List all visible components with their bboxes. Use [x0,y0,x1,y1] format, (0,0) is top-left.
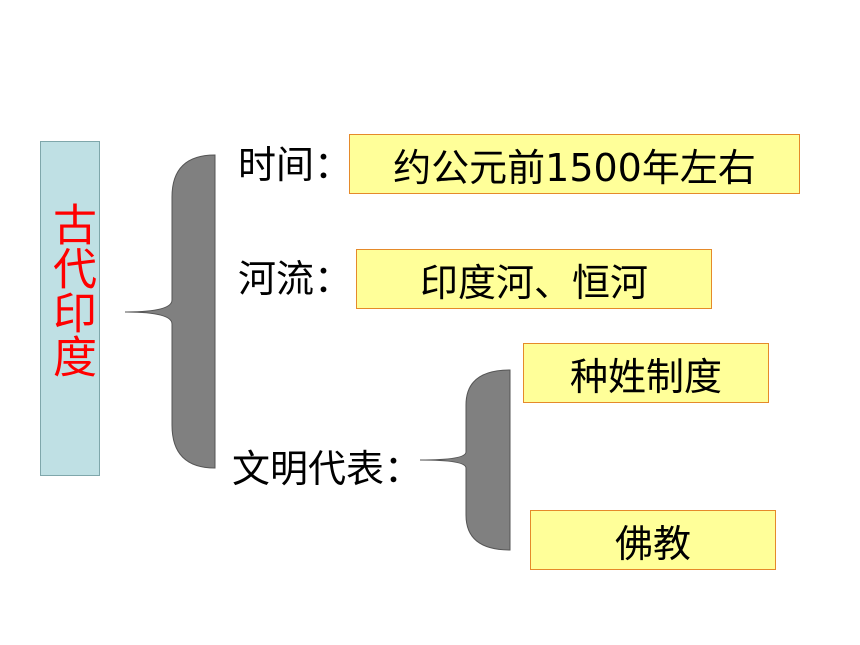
river-value-box: 印度河、恒河 [356,249,712,309]
river-label: 河流： [238,257,353,301]
caste-system-box: 种姓制度 [523,343,769,403]
time-label: 时间： [238,143,353,187]
river-value: 印度河、恒河 [419,260,648,305]
title-box: 古代印度 [40,141,100,476]
caste-system-text: 种姓制度 [569,354,722,399]
buddhism-box: 佛教 [530,510,776,570]
main-bracket [124,154,216,469]
buddhism-text: 佛教 [614,521,691,566]
title-text: 古代印度 [45,201,96,378]
time-value: 约公元前1500年左右 [393,145,756,190]
time-value-box: 约公元前1500年左右 [349,134,800,194]
sub-bracket [419,369,511,551]
civilization-label: 文明代表： [232,447,423,491]
